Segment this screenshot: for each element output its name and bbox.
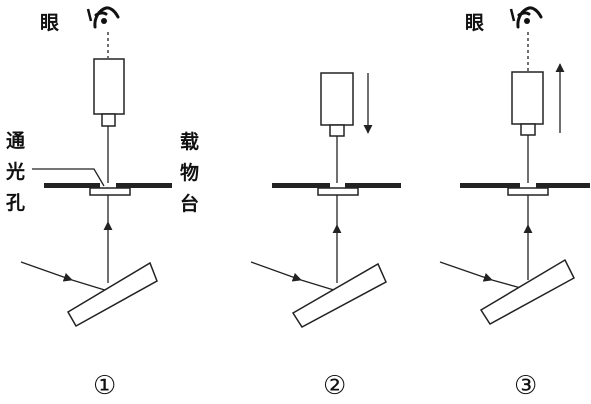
incident-light-end <box>71 279 109 292</box>
stage-left <box>44 183 100 188</box>
stage-right <box>116 183 172 188</box>
svg-text:台: 台 <box>180 192 199 215</box>
objective-tube <box>93 58 125 115</box>
objective-lens <box>329 124 345 137</box>
incident-light <box>439 261 493 282</box>
stage-right <box>345 183 401 188</box>
slide <box>89 187 131 196</box>
slide <box>317 187 359 196</box>
incident-light <box>250 261 302 282</box>
reflector-mirror <box>66 261 158 328</box>
stage-right <box>536 183 590 188</box>
incident-light-end <box>300 279 338 292</box>
stage-label: 载 物 台 <box>180 130 199 215</box>
panel-2: ② <box>250 72 401 401</box>
aperture-label: 通 光 孔 <box>5 130 26 214</box>
incident-light <box>20 261 73 282</box>
eye-icon <box>86 6 120 29</box>
panel-1: 眼 通 光 孔 载 物 台 <box>5 6 199 401</box>
svg-text:物: 物 <box>180 161 199 184</box>
eye-label: 眼 <box>40 12 59 34</box>
svg-text:孔: 孔 <box>6 192 25 214</box>
objective-lens <box>520 123 536 136</box>
eye-label: 眼 <box>465 12 484 34</box>
stage-left <box>272 183 330 188</box>
panel-number: ① <box>93 371 116 401</box>
objective-lens <box>101 113 116 127</box>
panel-number: ③ <box>514 371 537 401</box>
aperture-leader-line <box>32 168 105 187</box>
panel-number: ② <box>323 371 346 401</box>
svg-text:通: 通 <box>6 130 26 152</box>
stage-left <box>460 183 520 188</box>
slide <box>507 187 549 196</box>
reflector-mirror <box>291 262 387 328</box>
objective-tube <box>320 72 354 126</box>
eye-icon <box>509 6 543 29</box>
reflector-mirror <box>479 258 575 325</box>
svg-text:载: 载 <box>180 130 199 153</box>
objective-tube <box>511 71 544 125</box>
svg-text:光: 光 <box>5 160 25 183</box>
panel-3: 眼 ③ <box>439 6 590 401</box>
